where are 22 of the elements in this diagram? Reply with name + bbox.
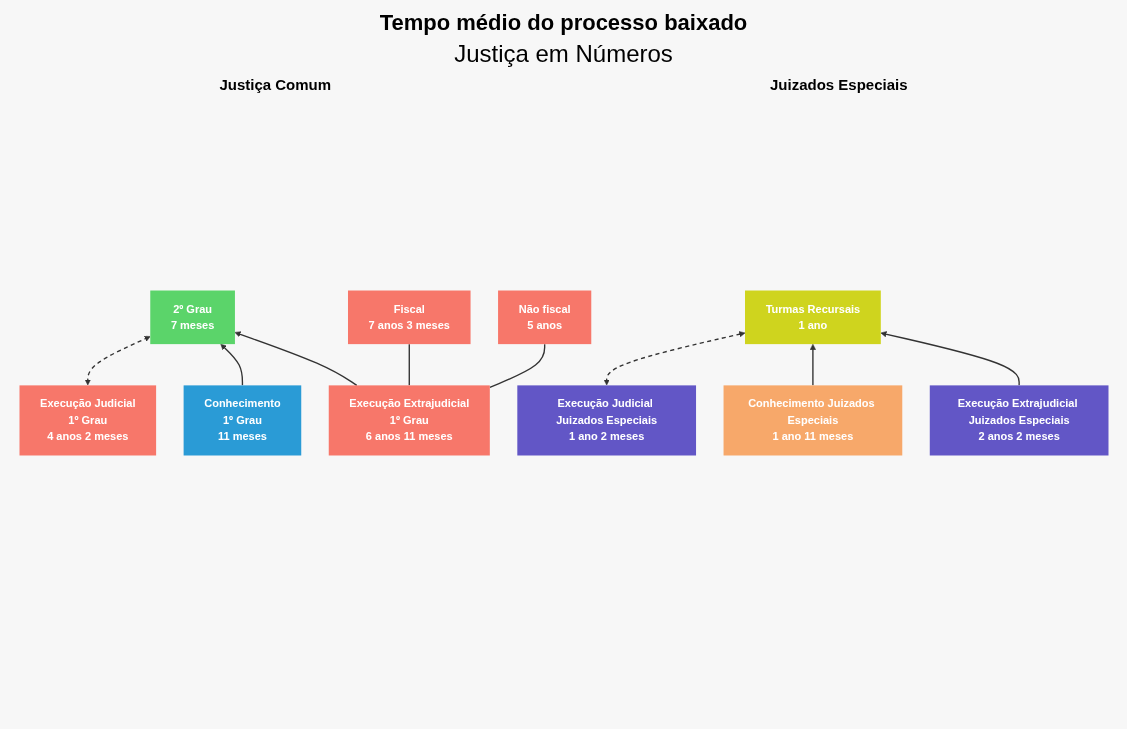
group-heading: Juizados Especiais — [770, 76, 908, 93]
node-box: 2º Grau 7 meses — [149, 290, 235, 345]
group-heading: Justiça Comum — [219, 76, 332, 93]
arrow — [234, 331, 357, 387]
arrow — [220, 343, 243, 387]
subtitle: Justiça em Números — [454, 40, 673, 68]
node-box: Conhecimento 1º Grau 11 meses — [183, 385, 301, 456]
node-box: Fiscal 7 anos 3 meses — [347, 290, 471, 345]
connector — [408, 343, 410, 387]
arrow — [603, 331, 745, 386]
node-box: Execução Judicial Juizados Especiais 1 ano 2 meses — [516, 385, 696, 456]
node-box: Turmas Recursais 1 ano — [744, 290, 881, 345]
arrow — [880, 331, 1020, 387]
node-box: Execução Extrajudicial 1º Grau 6 anos 11 meses — [328, 385, 490, 456]
node-box: Conhecimento Juizados Especiais 1 ano 11 meses — [723, 385, 902, 456]
node-box: Não fiscal 5 anos — [497, 290, 591, 345]
node-box: Execução Extrajudicial Juizados Especiais 2 anos 2 meses — [929, 385, 1108, 456]
arrow — [809, 343, 816, 387]
connector — [488, 343, 545, 388]
arrow — [84, 335, 151, 386]
node-box: Execução Judicial 1º Grau 4 anos 2 meses — [19, 385, 156, 456]
diagram-title: Tempo médio do processo baixado — [379, 10, 748, 36]
